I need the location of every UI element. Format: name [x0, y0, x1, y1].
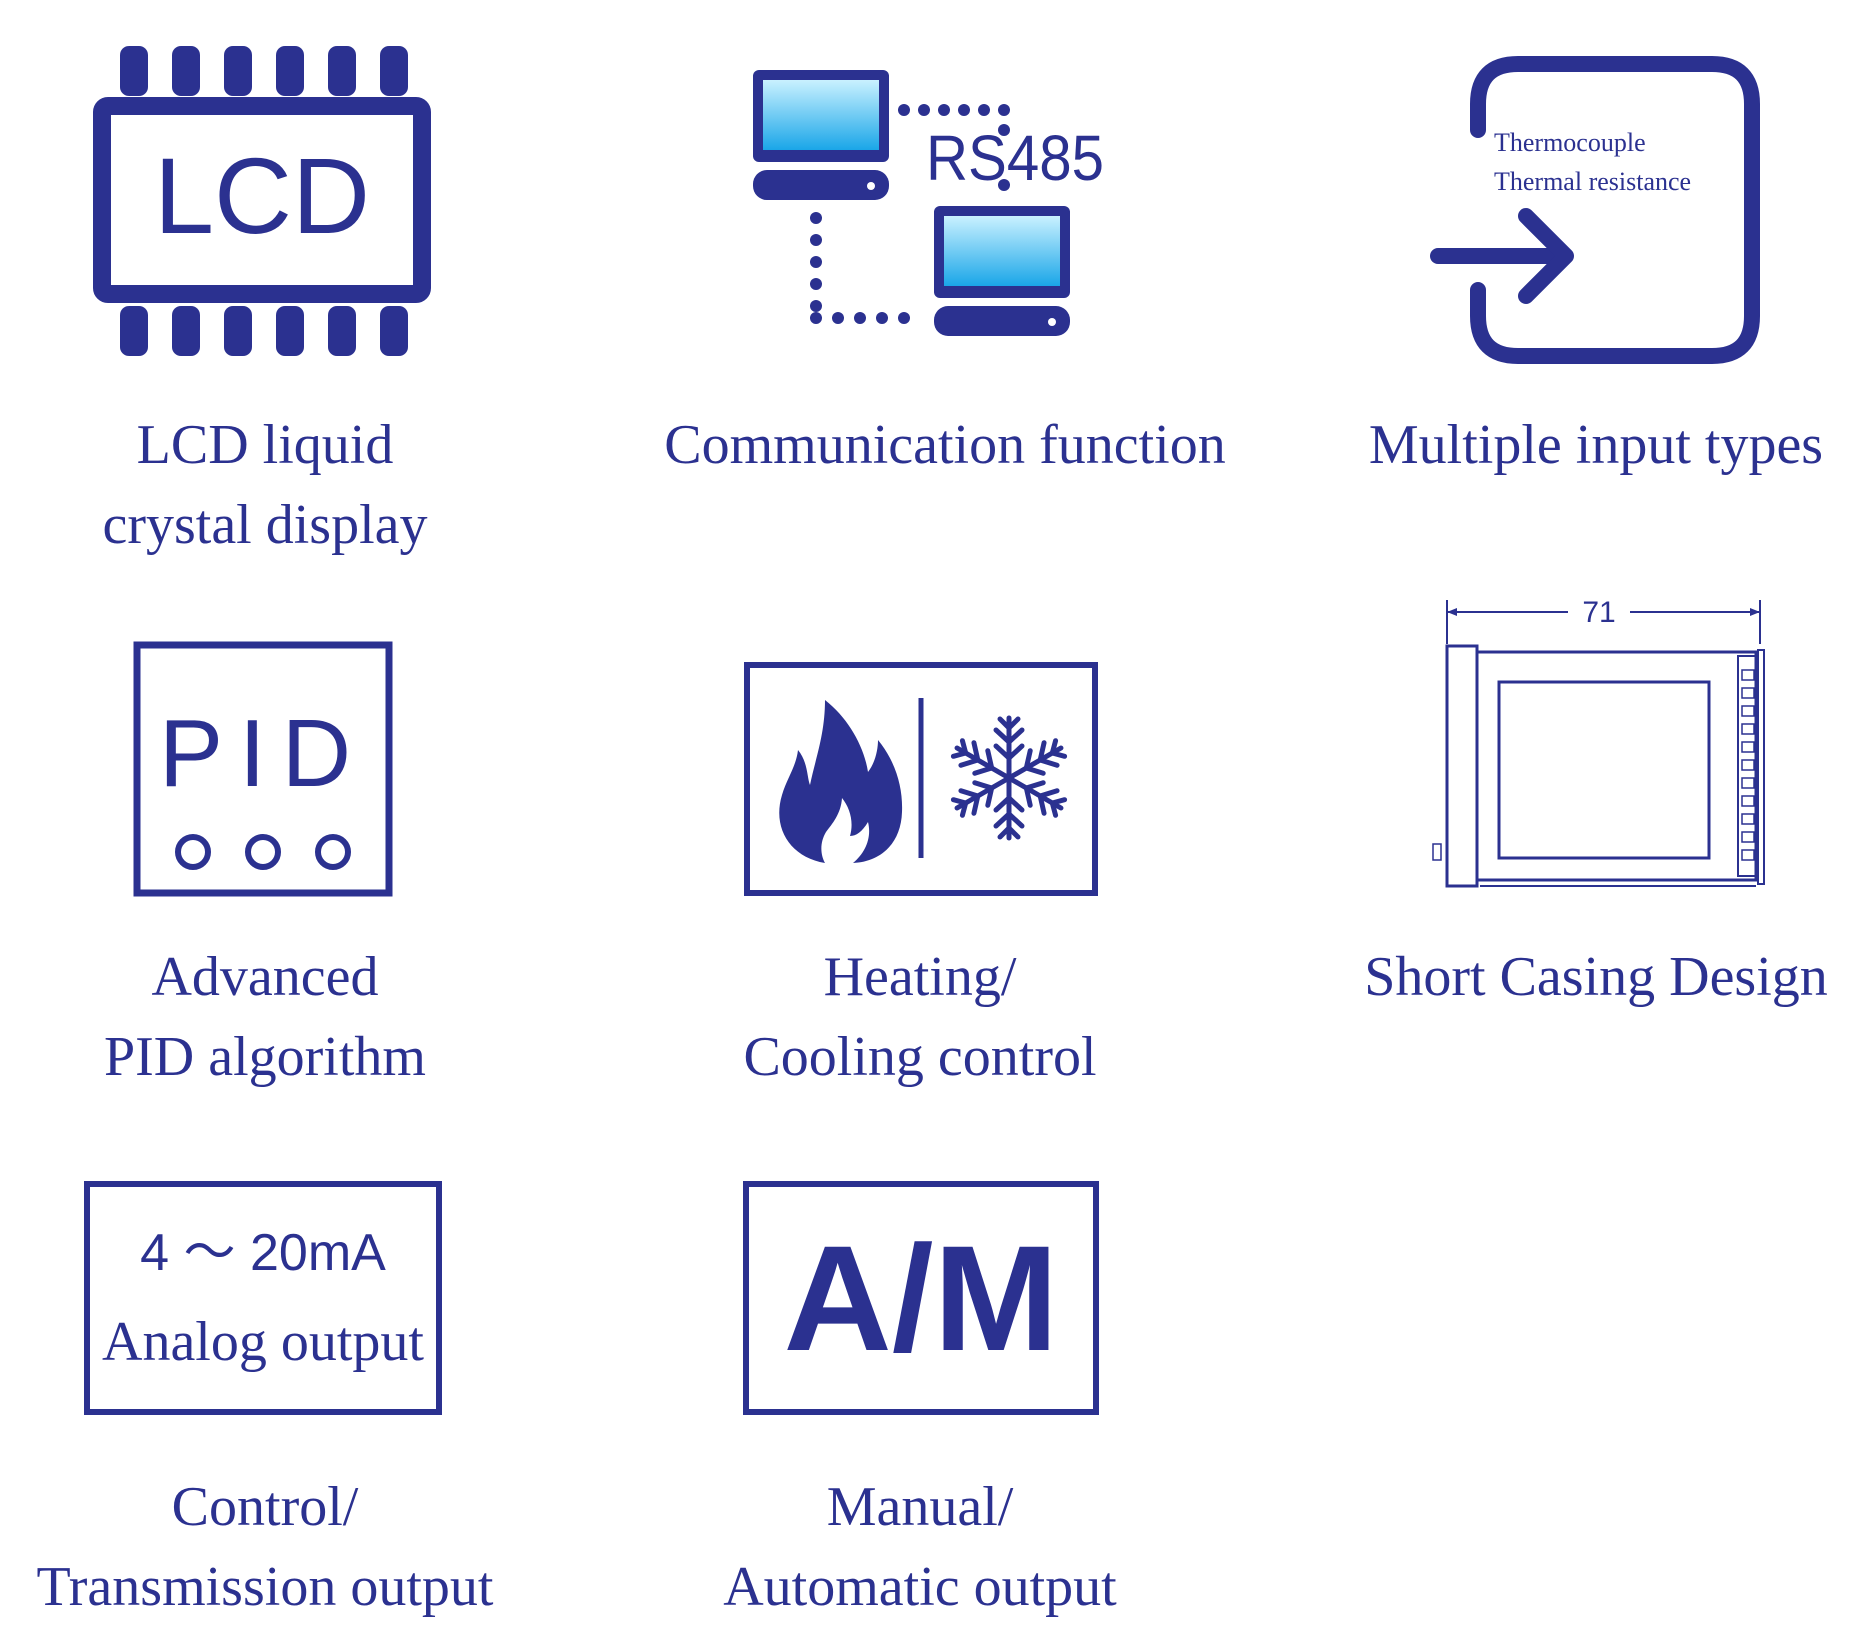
feature-manual-auto: A/M Manual/ Automatic output	[620, 1160, 1220, 1647]
manual-auto-caption-line-2: Automatic output	[723, 1556, 1117, 1618]
lcd-caption-line-2: crystal display	[102, 494, 428, 556]
input-caption-line-1: Multiple input types	[1368, 414, 1824, 476]
feature-communication: RS485 Communication function	[620, 0, 1270, 580]
pid-caption-line-1: Advanced	[151, 946, 379, 1008]
casing-caption-line-1: Short Casing Design	[1364, 946, 1828, 1008]
manual-auto-caption: Manual/ Automatic output	[620, 1467, 1220, 1627]
flame-icon	[779, 700, 903, 863]
pid-icon-label: PID	[159, 700, 367, 807]
analog-output-label: Analog output	[102, 1311, 424, 1373]
casing-caption: Short Casing Design	[1330, 937, 1862, 1017]
pid-caption: Advanced PID algorithm	[0, 937, 530, 1097]
feature-casing: 71 Short Casing Design	[1330, 596, 1862, 1120]
rs485-label: RS485	[926, 122, 1104, 194]
pid-panel-icon: PID	[133, 641, 393, 897]
manual-auto-icon: A/M	[743, 1181, 1099, 1415]
pid-caption-line-2: PID algorithm	[104, 1026, 426, 1088]
heat-cool-caption-line-2: Cooling control	[743, 1026, 1097, 1088]
heat-cool-caption: Heating/ Cooling control	[620, 937, 1220, 1097]
manual-auto-label: A/M	[784, 1214, 1059, 1382]
feature-heat-cool: Heating/ Cooling control	[620, 600, 1220, 1120]
lcd-icon-label: LCD	[154, 135, 370, 256]
analog-range-label: 4 ～ 20mA	[140, 1224, 386, 1282]
analog-output-icon: 4 ～ 20mA Analog output	[84, 1181, 442, 1415]
casing-dimension-label: 71	[1582, 596, 1615, 629]
lcd-chip-icon: LCD	[93, 46, 431, 356]
feature-lcd: LCD LCD liquid crystal display	[0, 0, 530, 580]
snowflake-icon	[951, 715, 1068, 838]
lcd-caption-line-1: LCD liquid	[136, 414, 394, 476]
communication-caption: Communication function	[620, 405, 1270, 485]
feature-input: Thermocouple Thermal resistance Multiple…	[1330, 0, 1862, 580]
analog-caption-line-1: Control/	[171, 1476, 359, 1538]
feature-pid: PID Advanced PID algorithm	[0, 600, 530, 1120]
lcd-caption: LCD liquid crystal display	[0, 405, 530, 565]
communication-caption-line-1: Communication function	[664, 414, 1226, 476]
pid-indicator-lights	[175, 834, 351, 870]
heat-cool-caption-line-1: Heating/	[823, 946, 1017, 1008]
feature-analog: 4 ～ 20mA Analog output Control/ Transmis…	[0, 1160, 530, 1647]
networked-computers-icon: RS485	[753, 70, 1104, 336]
input-caption: Multiple input types	[1330, 405, 1862, 485]
input-type-thermocouple: Thermocouple	[1494, 128, 1646, 157]
manual-auto-caption-line-1: Manual/	[826, 1476, 1014, 1538]
analog-caption-line-2: Transmission output	[36, 1556, 494, 1618]
flame-snowflake-icon	[744, 662, 1098, 896]
input-arrow-icon: Thermocouple Thermal resistance	[1430, 56, 1760, 364]
analog-caption: Control/ Transmission output	[0, 1467, 530, 1627]
input-type-thermal-resistance: Thermal resistance	[1494, 167, 1691, 196]
casing-side-view-icon: 71	[1432, 596, 1765, 888]
